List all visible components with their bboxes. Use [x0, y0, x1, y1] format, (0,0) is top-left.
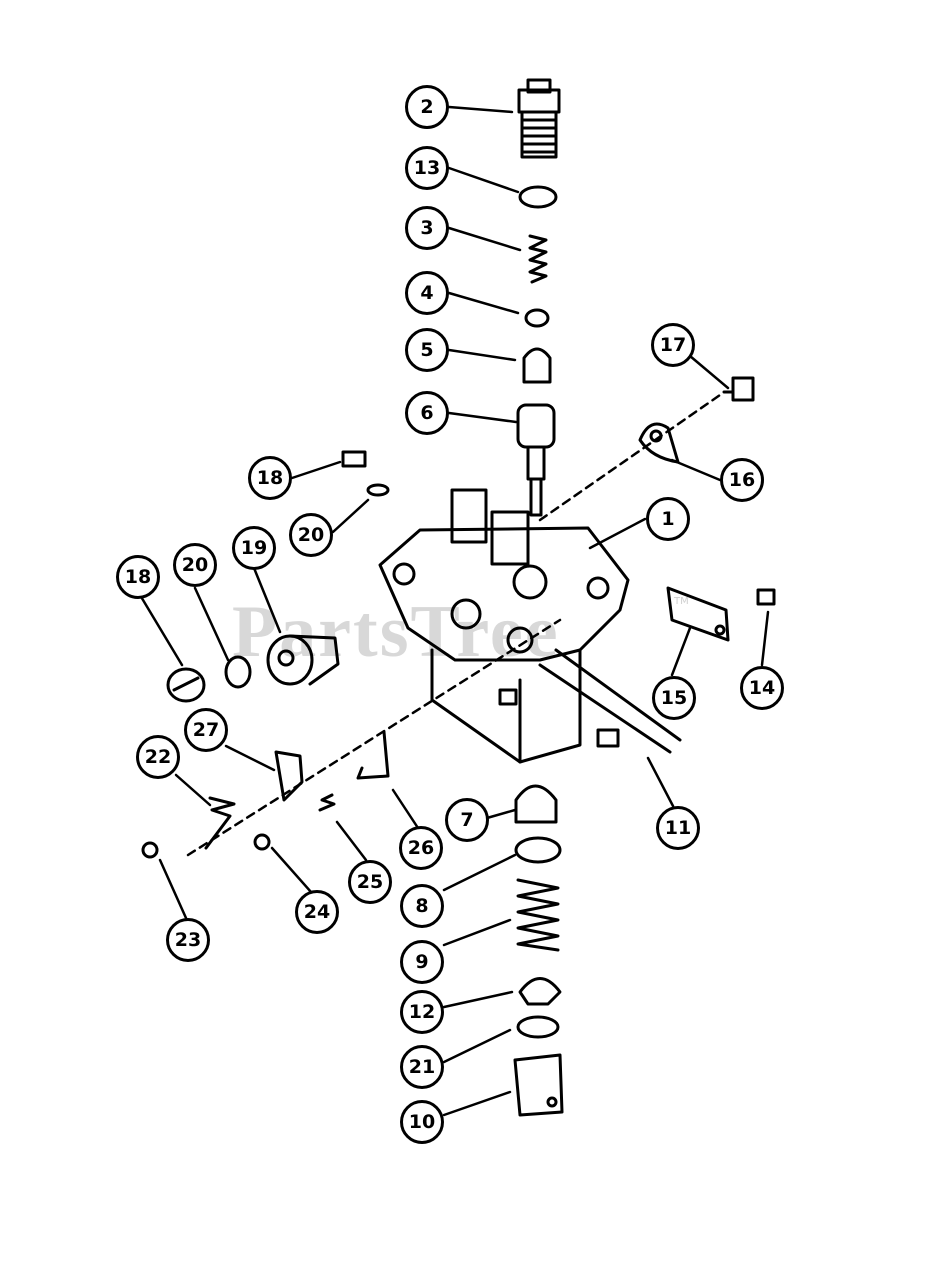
part-9-spring [516, 878, 560, 952]
callout-18[interactable]: 18 [116, 555, 160, 599]
callout-4[interactable]: 4 [405, 271, 449, 315]
callout-20[interactable]: 20 [289, 513, 333, 557]
callout-18[interactable]: 18 [248, 456, 292, 500]
callout-9[interactable]: 9 [400, 940, 444, 984]
callout-8[interactable]: 8 [400, 884, 444, 928]
callout-26[interactable]: 26 [399, 826, 443, 870]
callout-27[interactable]: 27 [184, 708, 228, 752]
part-22-spring [204, 796, 236, 850]
callout-12[interactable]: 12 [400, 990, 444, 1034]
callout-10[interactable]: 10 [400, 1100, 444, 1144]
callout-24[interactable]: 24 [295, 890, 339, 934]
part-23-pin [141, 841, 159, 859]
part-26-link [356, 730, 390, 780]
part-6-plunger [516, 403, 556, 517]
part-20-washer-lower [224, 655, 252, 689]
leader-lines [138, 105, 770, 1117]
callout-1[interactable]: 1 [646, 497, 690, 541]
callout-23[interactable]: 23 [166, 918, 210, 962]
part-18-screw-lower [166, 667, 206, 703]
callout-6[interactable]: 6 [405, 391, 449, 435]
callout-19[interactable]: 19 [232, 526, 276, 570]
part-12-retainer [518, 977, 562, 1006]
part-21-shim [516, 1015, 560, 1039]
callout-2[interactable]: 2 [405, 85, 449, 129]
part-17-bolt [722, 376, 755, 402]
part-25-spring [318, 793, 336, 812]
callout-21[interactable]: 21 [400, 1045, 444, 1089]
part-4-washer [524, 308, 550, 328]
part-7-adjuster [514, 784, 558, 824]
callout-14[interactable]: 14 [740, 666, 784, 710]
part-5-valve [522, 347, 552, 384]
part-18-screw-upper [341, 450, 367, 468]
callout-15[interactable]: 15 [652, 676, 696, 720]
callout-25[interactable]: 25 [348, 860, 392, 904]
part-16-bracket [638, 422, 680, 464]
part-1-pump-housing [378, 488, 682, 764]
part-15-plate [666, 586, 730, 642]
part-13-o-ring [518, 185, 558, 209]
callout-13[interactable]: 13 [405, 146, 449, 190]
watermark-trademark: TM [674, 596, 689, 607]
part-19-bushing [266, 634, 340, 686]
part-20-washer-upper [366, 483, 390, 497]
part-14-bolt [756, 588, 776, 606]
callout-20[interactable]: 20 [173, 543, 217, 587]
part-10-tappet [513, 1053, 564, 1117]
callout-5[interactable]: 5 [405, 328, 449, 372]
callout-3[interactable]: 3 [405, 206, 449, 250]
callout-11[interactable]: 11 [656, 806, 700, 850]
callout-17[interactable]: 17 [651, 323, 695, 367]
callout-7[interactable]: 7 [445, 798, 489, 842]
part-24-pin [253, 833, 271, 851]
part-8-seat [514, 836, 562, 864]
part-2-delivery-valve-holder [517, 78, 561, 159]
callout-22[interactable]: 22 [136, 735, 180, 779]
callout-16[interactable]: 16 [720, 458, 764, 502]
part-27-lever [274, 750, 304, 802]
part-3-spring [528, 234, 548, 284]
